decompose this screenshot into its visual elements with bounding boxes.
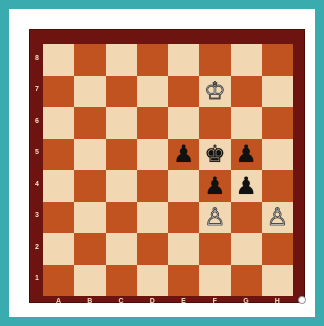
file-label: C — [106, 298, 137, 305]
square-g6[interactable] — [231, 107, 262, 139]
file-label: A — [43, 298, 74, 305]
square-e2[interactable] — [168, 233, 199, 265]
square-b5[interactable] — [74, 139, 105, 171]
white-pawn-icon[interactable]: ♙ — [267, 205, 289, 229]
square-h4[interactable] — [262, 170, 293, 202]
square-h1[interactable] — [262, 265, 293, 297]
square-f3[interactable]: ♙ — [199, 202, 230, 234]
square-f5[interactable]: ♚ — [199, 139, 230, 171]
file-label: E — [168, 298, 199, 305]
chess-board[interactable]: ♔ ♟ ♚ ♟ ♟ ♟ ♙ ♙ — [43, 44, 293, 296]
square-e5[interactable]: ♟ — [168, 139, 199, 171]
square-d4[interactable] — [137, 170, 168, 202]
square-g4[interactable]: ♟ — [231, 170, 262, 202]
square-g2[interactable] — [231, 233, 262, 265]
black-king-icon[interactable]: ♚ — [204, 142, 226, 166]
square-g5[interactable]: ♟ — [231, 139, 262, 171]
square-f6[interactable] — [199, 107, 230, 139]
side-to-move-indicator — [298, 296, 306, 304]
square-c4[interactable] — [106, 170, 137, 202]
file-label: H — [262, 298, 293, 305]
square-b7[interactable] — [74, 76, 105, 108]
square-f8[interactable] — [199, 44, 230, 76]
square-a8[interactable] — [43, 44, 74, 76]
square-e4[interactable] — [168, 170, 199, 202]
square-a6[interactable] — [43, 107, 74, 139]
black-pawn-icon[interactable]: ♟ — [235, 174, 257, 198]
square-d7[interactable] — [137, 76, 168, 108]
square-g1[interactable] — [231, 265, 262, 297]
rank-label: 5 — [34, 149, 40, 156]
square-c1[interactable] — [106, 265, 137, 297]
square-a4[interactable] — [43, 170, 74, 202]
square-c2[interactable] — [106, 233, 137, 265]
square-c6[interactable] — [106, 107, 137, 139]
square-b8[interactable] — [74, 44, 105, 76]
square-d6[interactable] — [137, 107, 168, 139]
square-e6[interactable] — [168, 107, 199, 139]
square-c5[interactable] — [106, 139, 137, 171]
square-h7[interactable] — [262, 76, 293, 108]
square-d3[interactable] — [137, 202, 168, 234]
square-d1[interactable] — [137, 265, 168, 297]
white-pawn-icon[interactable]: ♙ — [204, 205, 226, 229]
square-e7[interactable] — [168, 76, 199, 108]
square-d8[interactable] — [137, 44, 168, 76]
square-e1[interactable] — [168, 265, 199, 297]
rank-label: 1 — [34, 275, 40, 282]
square-f4[interactable]: ♟ — [199, 170, 230, 202]
square-c3[interactable] — [106, 202, 137, 234]
square-b4[interactable] — [74, 170, 105, 202]
square-c7[interactable] — [106, 76, 137, 108]
black-pawn-icon[interactable]: ♟ — [235, 142, 257, 166]
file-label: G — [231, 298, 262, 305]
square-f2[interactable] — [199, 233, 230, 265]
square-b2[interactable] — [74, 233, 105, 265]
white-king-icon[interactable]: ♔ — [204, 79, 226, 103]
square-g3[interactable] — [231, 202, 262, 234]
rank-label: 3 — [34, 212, 40, 219]
square-g7[interactable] — [231, 76, 262, 108]
square-d5[interactable] — [137, 139, 168, 171]
rank-label: 2 — [34, 244, 40, 251]
rank-label: 4 — [34, 181, 40, 188]
square-c8[interactable] — [106, 44, 137, 76]
black-pawn-icon[interactable]: ♟ — [204, 174, 226, 198]
square-a5[interactable] — [43, 139, 74, 171]
square-h2[interactable] — [262, 233, 293, 265]
square-h8[interactable] — [262, 44, 293, 76]
square-a3[interactable] — [43, 202, 74, 234]
file-label: F — [199, 298, 230, 305]
rank-label: 8 — [34, 55, 40, 62]
square-e3[interactable] — [168, 202, 199, 234]
rank-label: 7 — [34, 86, 40, 93]
square-e8[interactable] — [168, 44, 199, 76]
square-h6[interactable] — [262, 107, 293, 139]
square-b3[interactable] — [74, 202, 105, 234]
square-a2[interactable] — [43, 233, 74, 265]
square-b1[interactable] — [74, 265, 105, 297]
square-h5[interactable] — [262, 139, 293, 171]
file-label: D — [137, 298, 168, 305]
square-f7[interactable]: ♔ — [199, 76, 230, 108]
square-a7[interactable] — [43, 76, 74, 108]
file-label: B — [74, 298, 105, 305]
rank-label: 6 — [34, 118, 40, 125]
square-g8[interactable] — [231, 44, 262, 76]
square-d2[interactable] — [137, 233, 168, 265]
square-h3[interactable]: ♙ — [262, 202, 293, 234]
square-f1[interactable] — [199, 265, 230, 297]
square-b6[interactable] — [74, 107, 105, 139]
black-pawn-icon[interactable]: ♟ — [173, 142, 195, 166]
square-a1[interactable] — [43, 265, 74, 297]
